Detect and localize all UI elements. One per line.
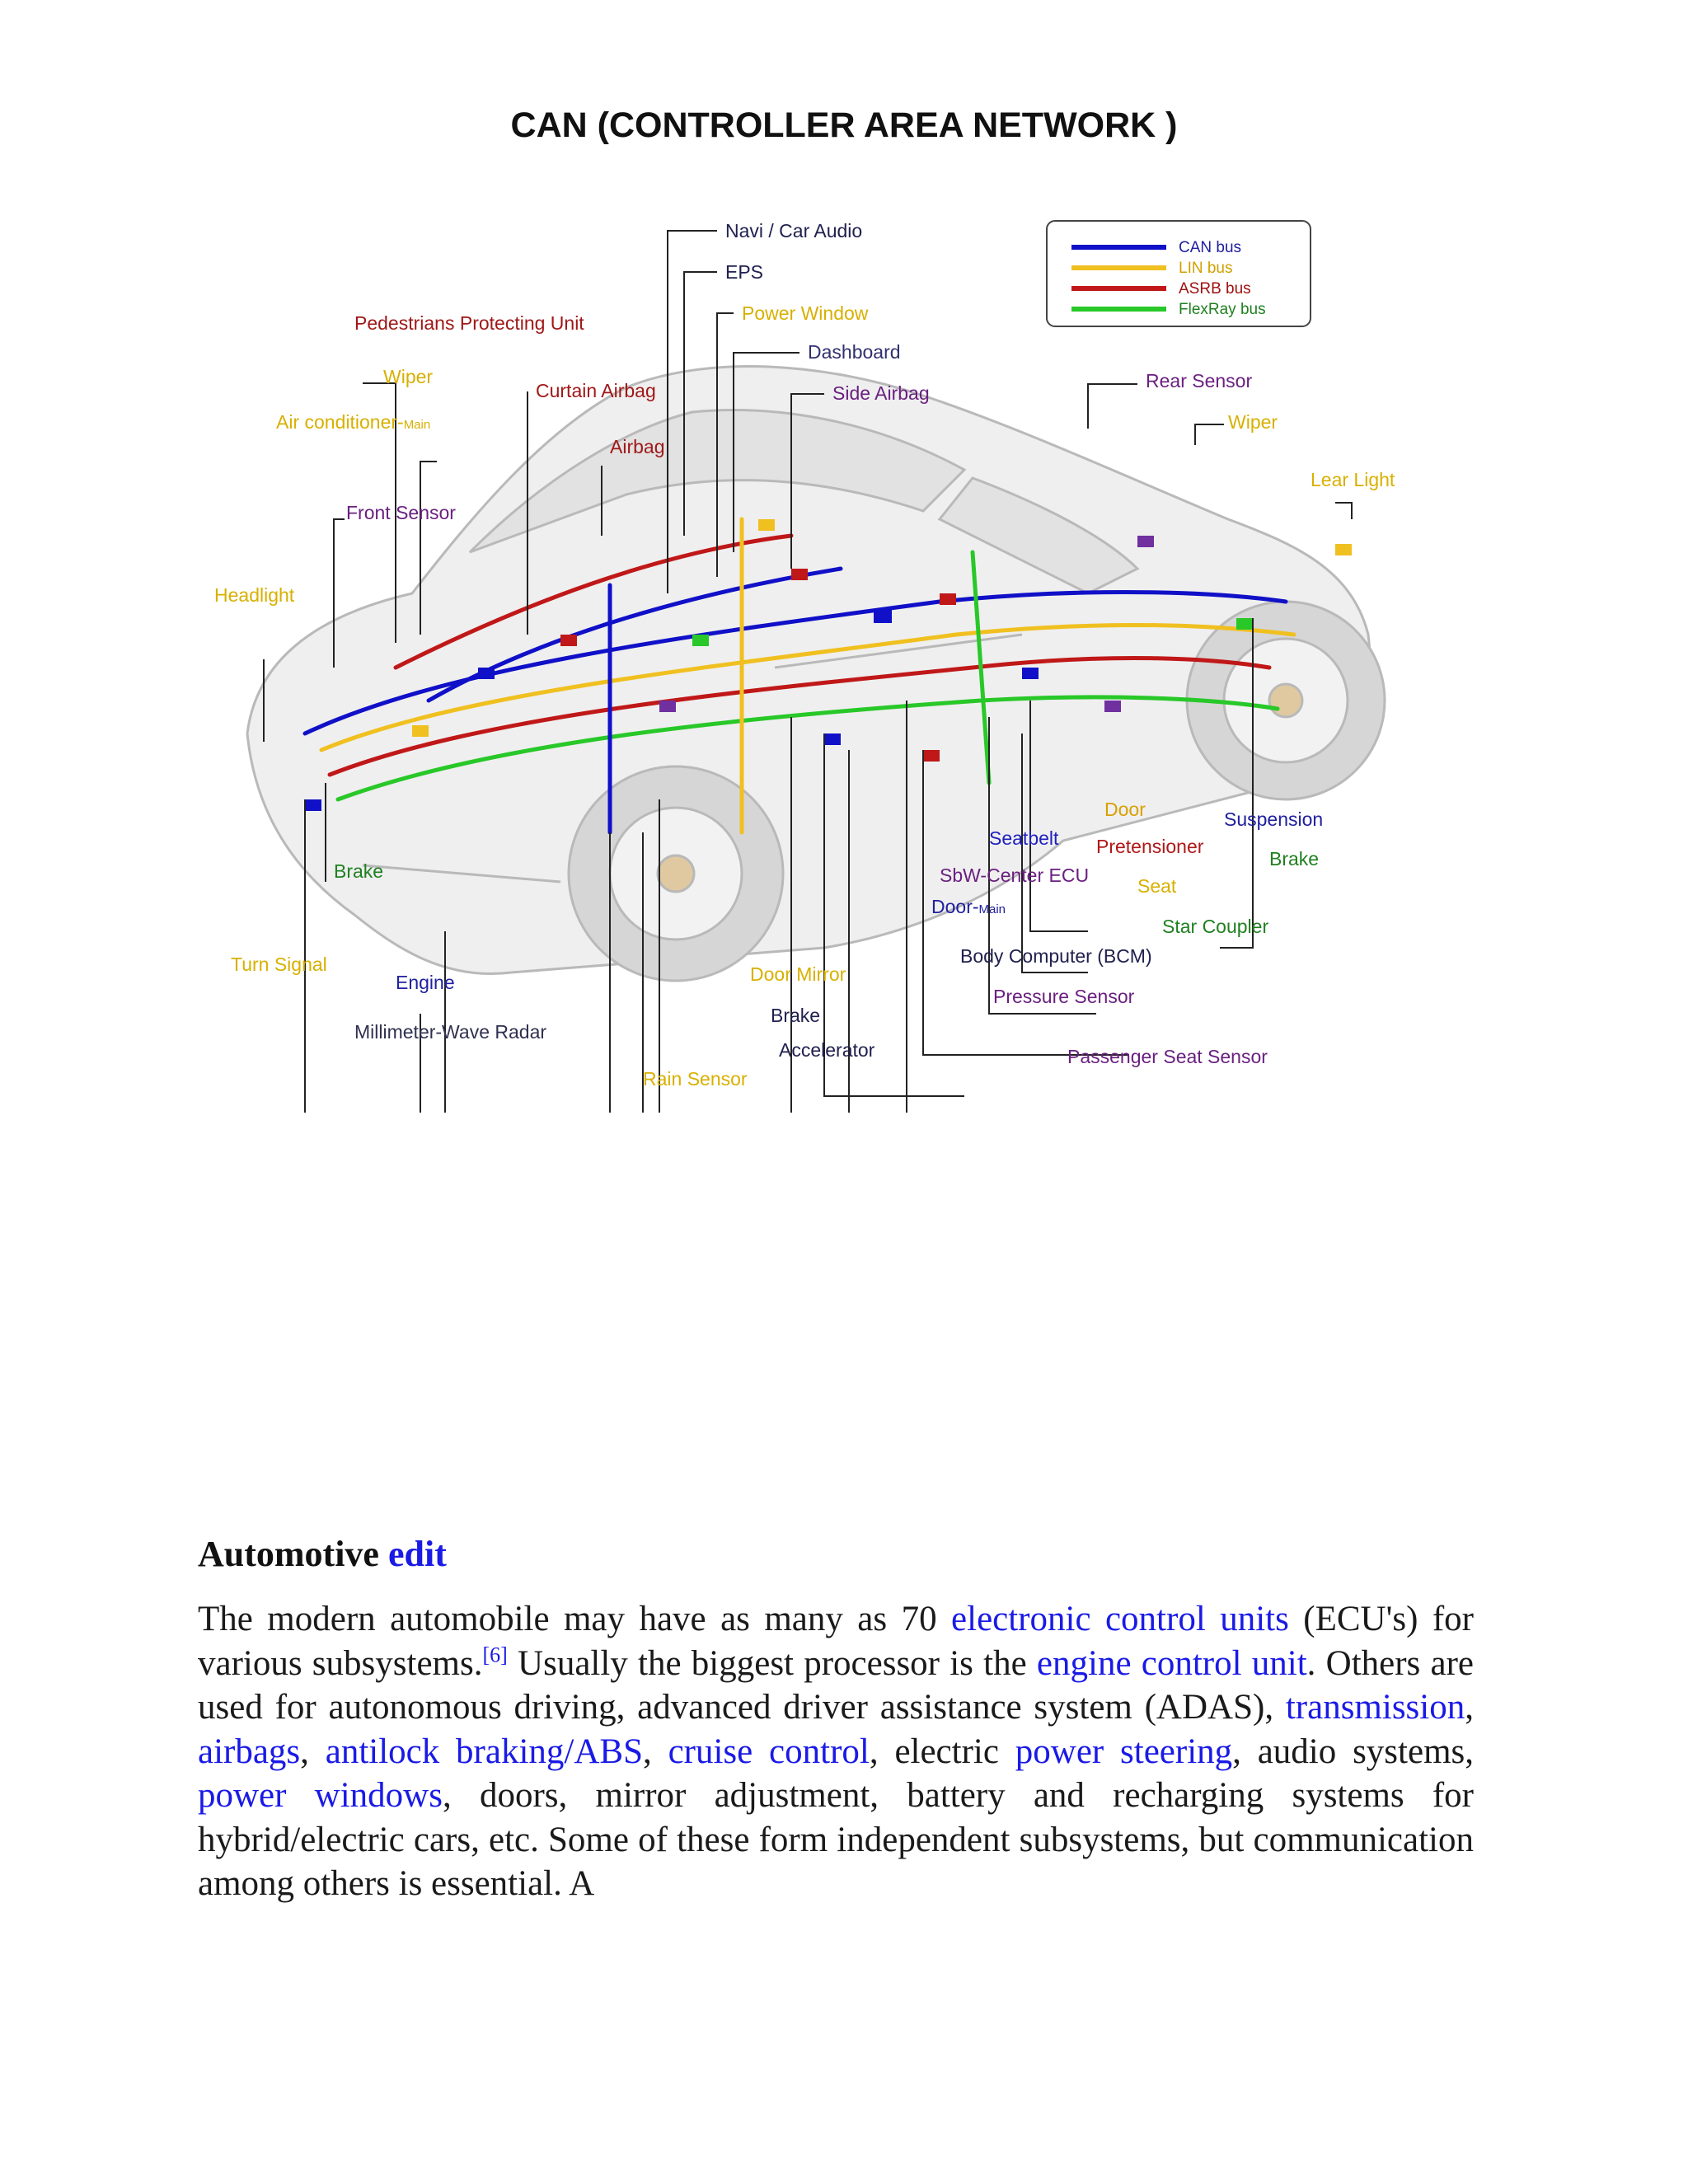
text: , doors, mirror adjustment, battery and … [198, 1776, 1475, 1903]
label-accelerator: Accelerator [779, 1039, 875, 1061]
label-star-coupler: Star Coupler [1162, 916, 1268, 937]
page-title: CAN (CONTROLLER AREA NETWORK ) [510, 105, 1178, 145]
label-seatbelt: Seatbelt [989, 827, 1059, 849]
label-door: Door [1104, 799, 1146, 820]
bus-wiring [302, 517, 1296, 835]
label-pedestrians-protecting-unit: Pedestrians Protecting Unit [354, 312, 584, 334]
label-millimeter-wave-radar: Millimeter-Wave Radar [354, 1021, 546, 1043]
legend-label: LIN bus [1179, 260, 1232, 277]
car-illustration [246, 365, 1386, 982]
citation-link[interactable]: [6] [482, 1643, 508, 1667]
link-power-steering[interactable]: power steering [1015, 1732, 1233, 1771]
label-airbag: Airbag [610, 436, 664, 457]
label-navi-car-audio: Navi / Car Audio [725, 220, 862, 241]
label-curtain-airbag: Curtain Airbag [536, 380, 656, 401]
label-side-airbag: Side Airbag [832, 382, 930, 404]
text: , [643, 1732, 668, 1771]
section-heading: Automotive edit [198, 1533, 447, 1575]
text: Usually the biggest processor is the [507, 1643, 1037, 1683]
label-eps: EPS [725, 261, 763, 283]
label-rear-sensor: Rear Sensor [1146, 370, 1252, 391]
link-antilock-braking[interactable]: antilock braking/ABS [325, 1732, 644, 1771]
link-transmission[interactable]: transmission [1285, 1688, 1465, 1727]
edit-link[interactable]: edit [387, 1534, 447, 1574]
text: . Others are used for autonomous driving… [198, 1643, 1475, 1727]
label-passenger-seat-sensor: Passenger Seat Sensor [1067, 1046, 1268, 1067]
can-car-network-diagram: CAN bus LIN bus ASRB bus FlexRay bus [214, 220, 1395, 1113]
label-dashboard: Dashboard [808, 341, 901, 363]
label-engine: Engine [396, 972, 455, 993]
label-body-computer: Body Computer (BCM) [960, 945, 1152, 967]
label-wiper-front: Wiper [383, 366, 433, 387]
section-heading-text: Automotive [198, 1534, 379, 1574]
label-wiper-rear: Wiper [1228, 411, 1278, 433]
link-power-windows[interactable]: power windows [198, 1776, 443, 1815]
legend: CAN bus LIN bus ASRB bus FlexRay bus [1046, 220, 1311, 327]
label-door-main: Door-Main [931, 896, 1006, 917]
label-air-conditioner: Air conditioner-Main [276, 411, 430, 433]
label-turn-signal: Turn Signal [231, 954, 327, 975]
link-cruise-control[interactable]: cruise control [668, 1732, 870, 1771]
label-front-sensor: Front Sensor [346, 502, 456, 523]
label-brake-front: Brake [334, 860, 383, 882]
text: The modern automobile may have as many a… [198, 1600, 952, 1638]
component-labels: Navi / Car Audio EPS Power Window Dashbo… [214, 220, 1395, 1090]
text: , audio systems, [1232, 1732, 1474, 1771]
label-pressure-sensor: Pressure Sensor [993, 986, 1135, 1007]
text: (ECU's) for various subsystems. [198, 1600, 1474, 1683]
text: , electric [869, 1732, 1015, 1771]
label-rain-sensor: Rain Sensor [643, 1068, 748, 1090]
legend-label: FlexRay bus [1179, 301, 1266, 318]
label-brake-center: Brake [771, 1005, 820, 1026]
label-headlight: Headlight [214, 584, 295, 606]
link-airbags[interactable]: airbags [198, 1732, 301, 1771]
label-suspension: Suspension [1224, 808, 1323, 830]
link-engine-control-unit[interactable]: engine control unit [1036, 1643, 1307, 1683]
ecu-nodes [305, 519, 1352, 811]
leader-lines [263, 230, 1353, 1113]
legend-label: CAN bus [1179, 239, 1241, 256]
text: , [300, 1732, 326, 1771]
text: , [1465, 1688, 1474, 1727]
label-sbw-center-ecu: SbW-Center ECU [940, 865, 1089, 886]
label-seat: Seat [1137, 875, 1177, 897]
legend-label: ASRB bus [1179, 280, 1251, 298]
label-door-mirror: Door Mirror [750, 963, 846, 985]
label-power-window: Power Window [742, 302, 869, 324]
link-electronic-control-units[interactable]: electronic control units [951, 1600, 1289, 1638]
body-paragraph: The modern automobile may have as many a… [198, 1597, 1474, 1906]
label-brake-rear: Brake [1269, 848, 1319, 869]
label-rear-light: Lear Light [1311, 469, 1395, 490]
label-pretensioner: Pretensioner [1096, 836, 1204, 857]
